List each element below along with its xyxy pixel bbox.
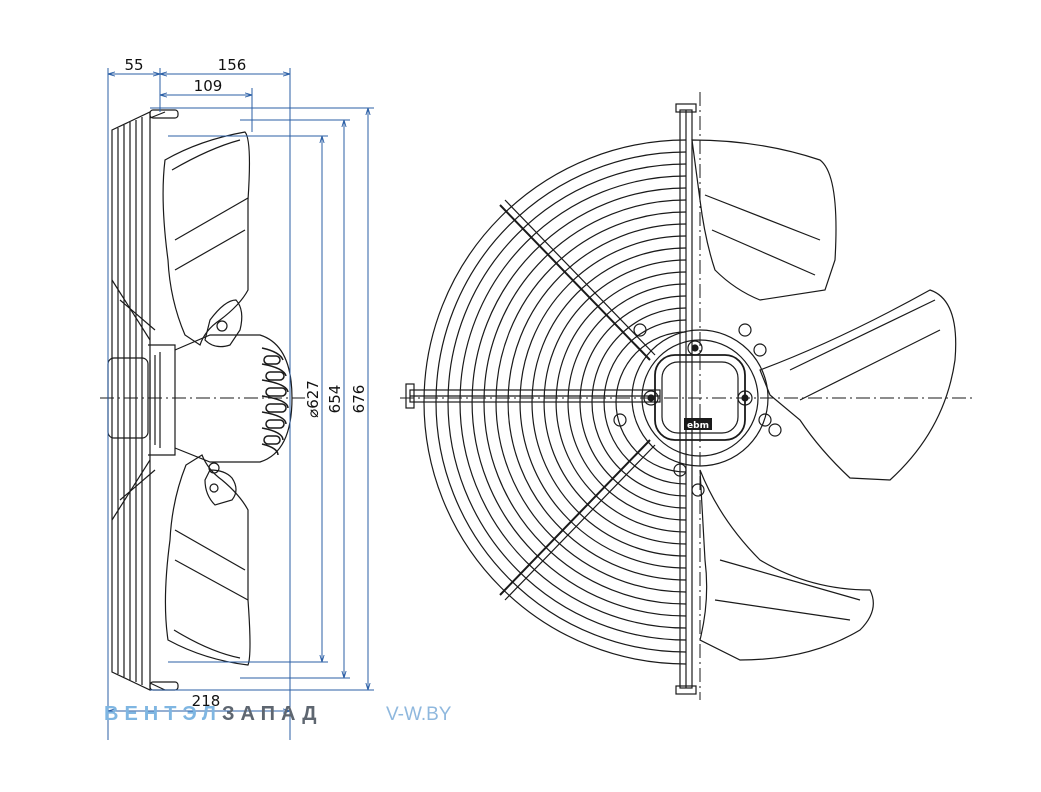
dim-156: 156 — [218, 56, 247, 74]
watermark-logo: ВЕНТЭЛЗАПАД — [104, 703, 322, 726]
dim-676-group: 676 — [350, 385, 368, 414]
side-view — [107, 109, 293, 691]
dim-627-prefix: ⌀ — [304, 409, 322, 418]
watermark-part1: ВЕНТЭЛ — [104, 703, 222, 725]
watermark-site: V-W.BY — [386, 704, 452, 725]
dim-627-group: ⌀627 — [304, 380, 322, 418]
dim-109: 109 — [194, 77, 223, 95]
dim-627: 627 — [304, 380, 322, 409]
svg-text:⌀627: ⌀627 — [304, 380, 322, 418]
watermark-part2: ЗАПАД — [221, 703, 323, 725]
dim-55: 55 — [124, 56, 143, 74]
brand-plate: ebm — [684, 418, 712, 431]
dimension-lines — [107, 68, 374, 740]
dim-676: 676 — [350, 385, 368, 414]
brand-plate-text: ebm — [687, 421, 709, 431]
dim-218: 218 — [192, 692, 221, 710]
dim-654-group: 654 — [326, 385, 344, 414]
dim-654: 654 — [326, 385, 344, 414]
centerlines — [100, 92, 975, 700]
front-view — [405, 103, 957, 695]
